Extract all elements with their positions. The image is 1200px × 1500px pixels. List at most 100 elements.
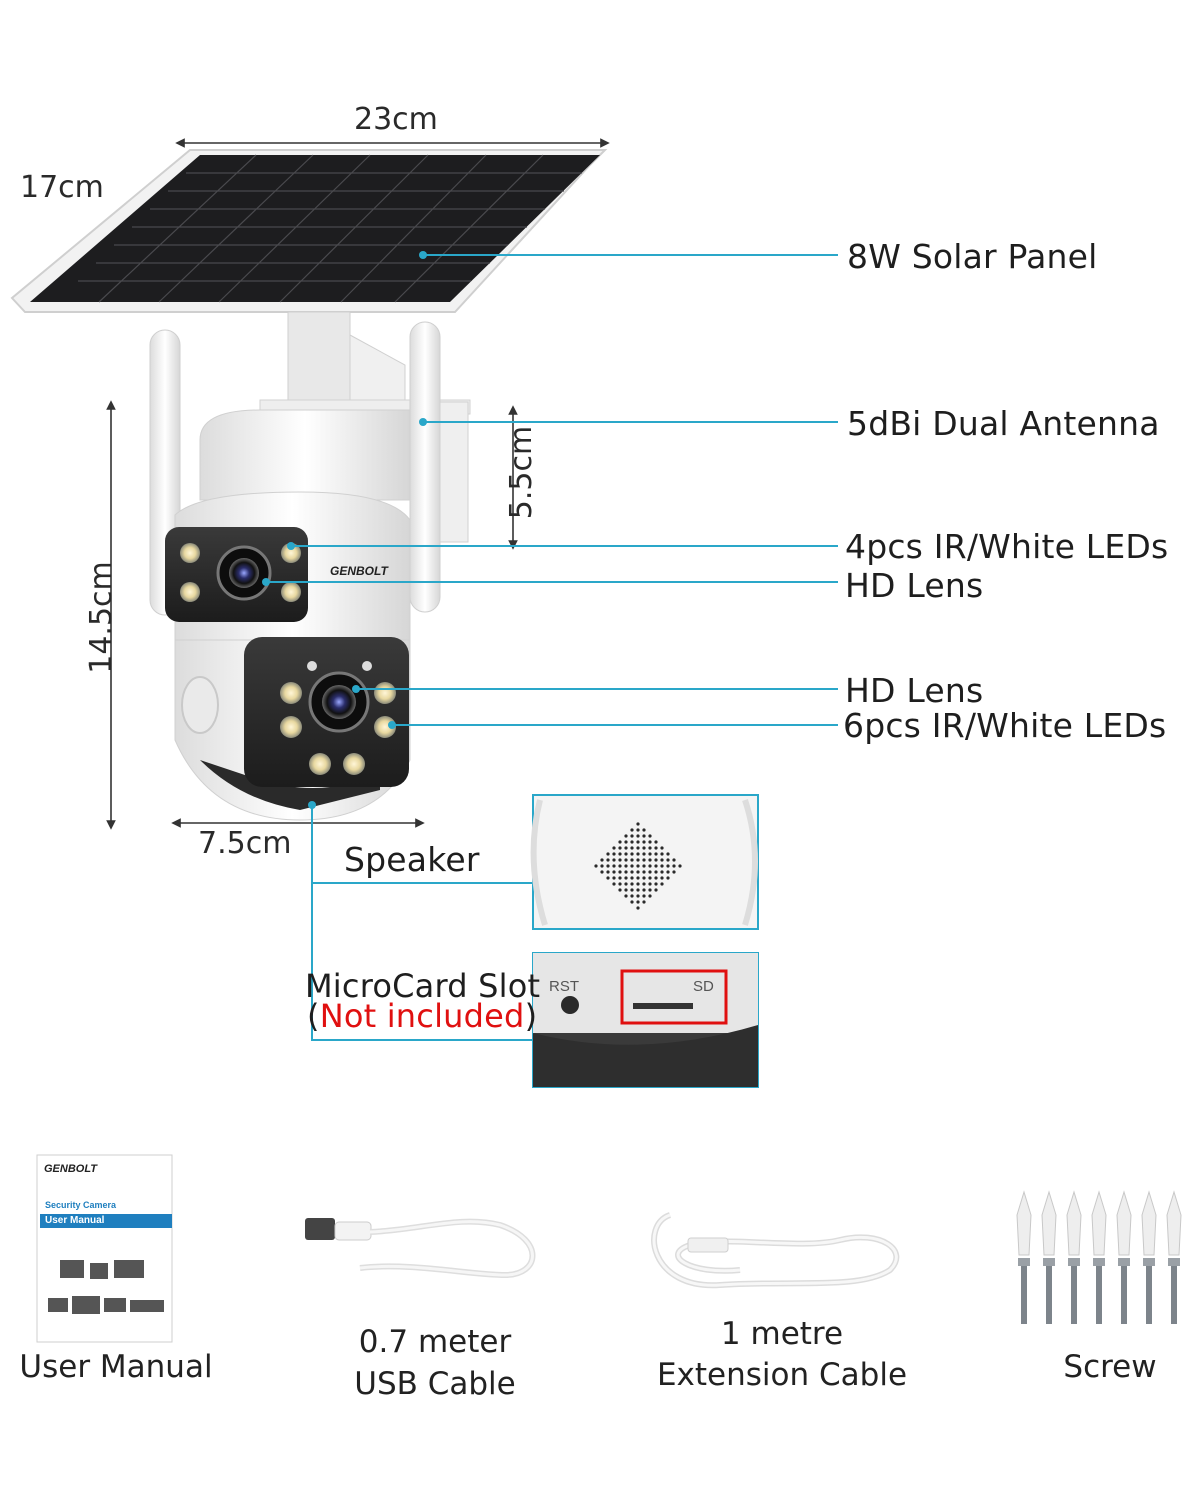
speaker-hole	[618, 888, 622, 892]
speaker-hole	[636, 864, 640, 868]
speaker-hole	[642, 882, 646, 886]
screw-head	[1018, 1258, 1030, 1266]
speaker-hole	[630, 858, 634, 862]
speaker-hole	[648, 864, 652, 868]
speaker-hole	[642, 840, 646, 844]
speaker-hole	[648, 876, 652, 880]
speaker-hole	[636, 852, 640, 856]
speaker-hole	[624, 846, 628, 850]
speaker-hole	[618, 858, 622, 862]
speaker-hole	[666, 852, 670, 856]
screw-head	[1043, 1258, 1055, 1266]
dimension-lines	[106, 138, 610, 830]
lower-lens-label: HD Lens	[845, 671, 984, 710]
speaker-hole	[624, 882, 628, 886]
speaker-hole	[654, 870, 658, 874]
screw-head	[1093, 1258, 1105, 1266]
camera-width-dim: 7.5cm	[198, 826, 292, 861]
speaker-hole	[666, 864, 670, 868]
extension-cable-line1: 1 metre	[720, 1316, 844, 1352]
extension-cable-image	[651, 1212, 900, 1289]
lower-leds-label: 6pcs IR/White LEDs	[843, 706, 1167, 745]
solar-panel-label: 8W Solar Panel	[847, 237, 1098, 276]
screw-shaft	[1046, 1266, 1052, 1324]
screw-head	[1168, 1258, 1180, 1266]
speaker-hole	[624, 858, 628, 862]
usb-cable-line2: USB Cable	[354, 1366, 516, 1402]
speaker-hole	[654, 846, 658, 850]
speaker-hole	[636, 882, 640, 886]
speaker-hole	[654, 858, 658, 862]
speaker-hole	[600, 858, 604, 862]
speaker-hole	[618, 840, 622, 844]
speaker-hole	[654, 888, 658, 892]
manual-booklet-image	[36, 1154, 173, 1343]
speaker-hole	[672, 870, 676, 874]
speaker-hole	[636, 828, 640, 832]
speaker-hole	[654, 882, 658, 886]
speaker-hole	[636, 858, 640, 862]
speaker-hole	[672, 858, 676, 862]
speaker-hole	[630, 846, 634, 850]
speaker-hole	[642, 888, 646, 892]
speaker-hole	[642, 846, 646, 850]
screws-image	[1016, 1190, 1182, 1324]
manual-subtitle: Security Camera	[45, 1200, 117, 1210]
wall-anchor	[1116, 1190, 1132, 1256]
screw-shaft	[1121, 1266, 1127, 1324]
reset-label: RST	[549, 978, 579, 995]
speaker-hole	[630, 852, 634, 856]
speaker-hole	[624, 852, 628, 856]
wall-anchor	[1016, 1190, 1032, 1256]
screw-label: Screw	[1063, 1349, 1157, 1385]
speaker-hole	[648, 834, 652, 838]
speaker-hole	[624, 834, 628, 838]
card-note-open: (	[307, 997, 320, 1035]
speaker-hole	[624, 888, 628, 892]
wall-anchor	[1091, 1190, 1107, 1256]
card-note-close: )	[524, 997, 538, 1035]
antenna-label: 5dBi Dual Antenna	[847, 404, 1160, 443]
screw-shaft	[1096, 1266, 1102, 1324]
wall-anchor	[1041, 1190, 1057, 1256]
card-slot-inset	[532, 952, 759, 1088]
speaker-hole	[618, 846, 622, 850]
wall-anchor	[1141, 1190, 1157, 1256]
screw-shaft	[1021, 1266, 1027, 1324]
speaker-hole	[624, 870, 628, 874]
speaker-hole	[660, 858, 664, 862]
speaker-hole	[666, 876, 670, 880]
speaker-hole	[618, 876, 622, 880]
speaker-hole	[648, 858, 652, 862]
antenna-height-dim: 5.5cm	[504, 425, 540, 520]
screw-head	[1068, 1258, 1080, 1266]
speaker-hole	[624, 894, 628, 898]
speaker-hole	[618, 870, 622, 874]
camera-height-dim: 14.5cm	[83, 561, 119, 674]
usb-cable-line1: 0.7 meter	[358, 1324, 512, 1360]
speaker-hole	[642, 828, 646, 832]
speaker-hole	[630, 828, 634, 832]
speaker-hole	[612, 846, 616, 850]
speaker-hole	[606, 864, 610, 868]
speaker-hole	[612, 882, 616, 886]
upper-lens-label: HD Lens	[845, 566, 984, 605]
speaker-hole	[630, 894, 634, 898]
speaker-hole	[642, 876, 646, 880]
speaker-hole	[636, 870, 640, 874]
speaker-hole	[648, 846, 652, 850]
speaker-hole	[642, 852, 646, 856]
speaker-hole	[600, 864, 604, 868]
speaker-hole	[612, 876, 616, 880]
speaker-hole	[612, 864, 616, 868]
speaker-hole	[606, 858, 610, 862]
screw-head	[1143, 1258, 1155, 1266]
speaker-hole	[666, 858, 670, 862]
speaker-hole	[624, 840, 628, 844]
speaker-hole	[660, 852, 664, 856]
speaker-hole	[606, 876, 610, 880]
panel-width-dim: 23cm	[354, 102, 438, 137]
speaker-hole	[636, 906, 640, 910]
speaker-inset	[530, 794, 759, 930]
